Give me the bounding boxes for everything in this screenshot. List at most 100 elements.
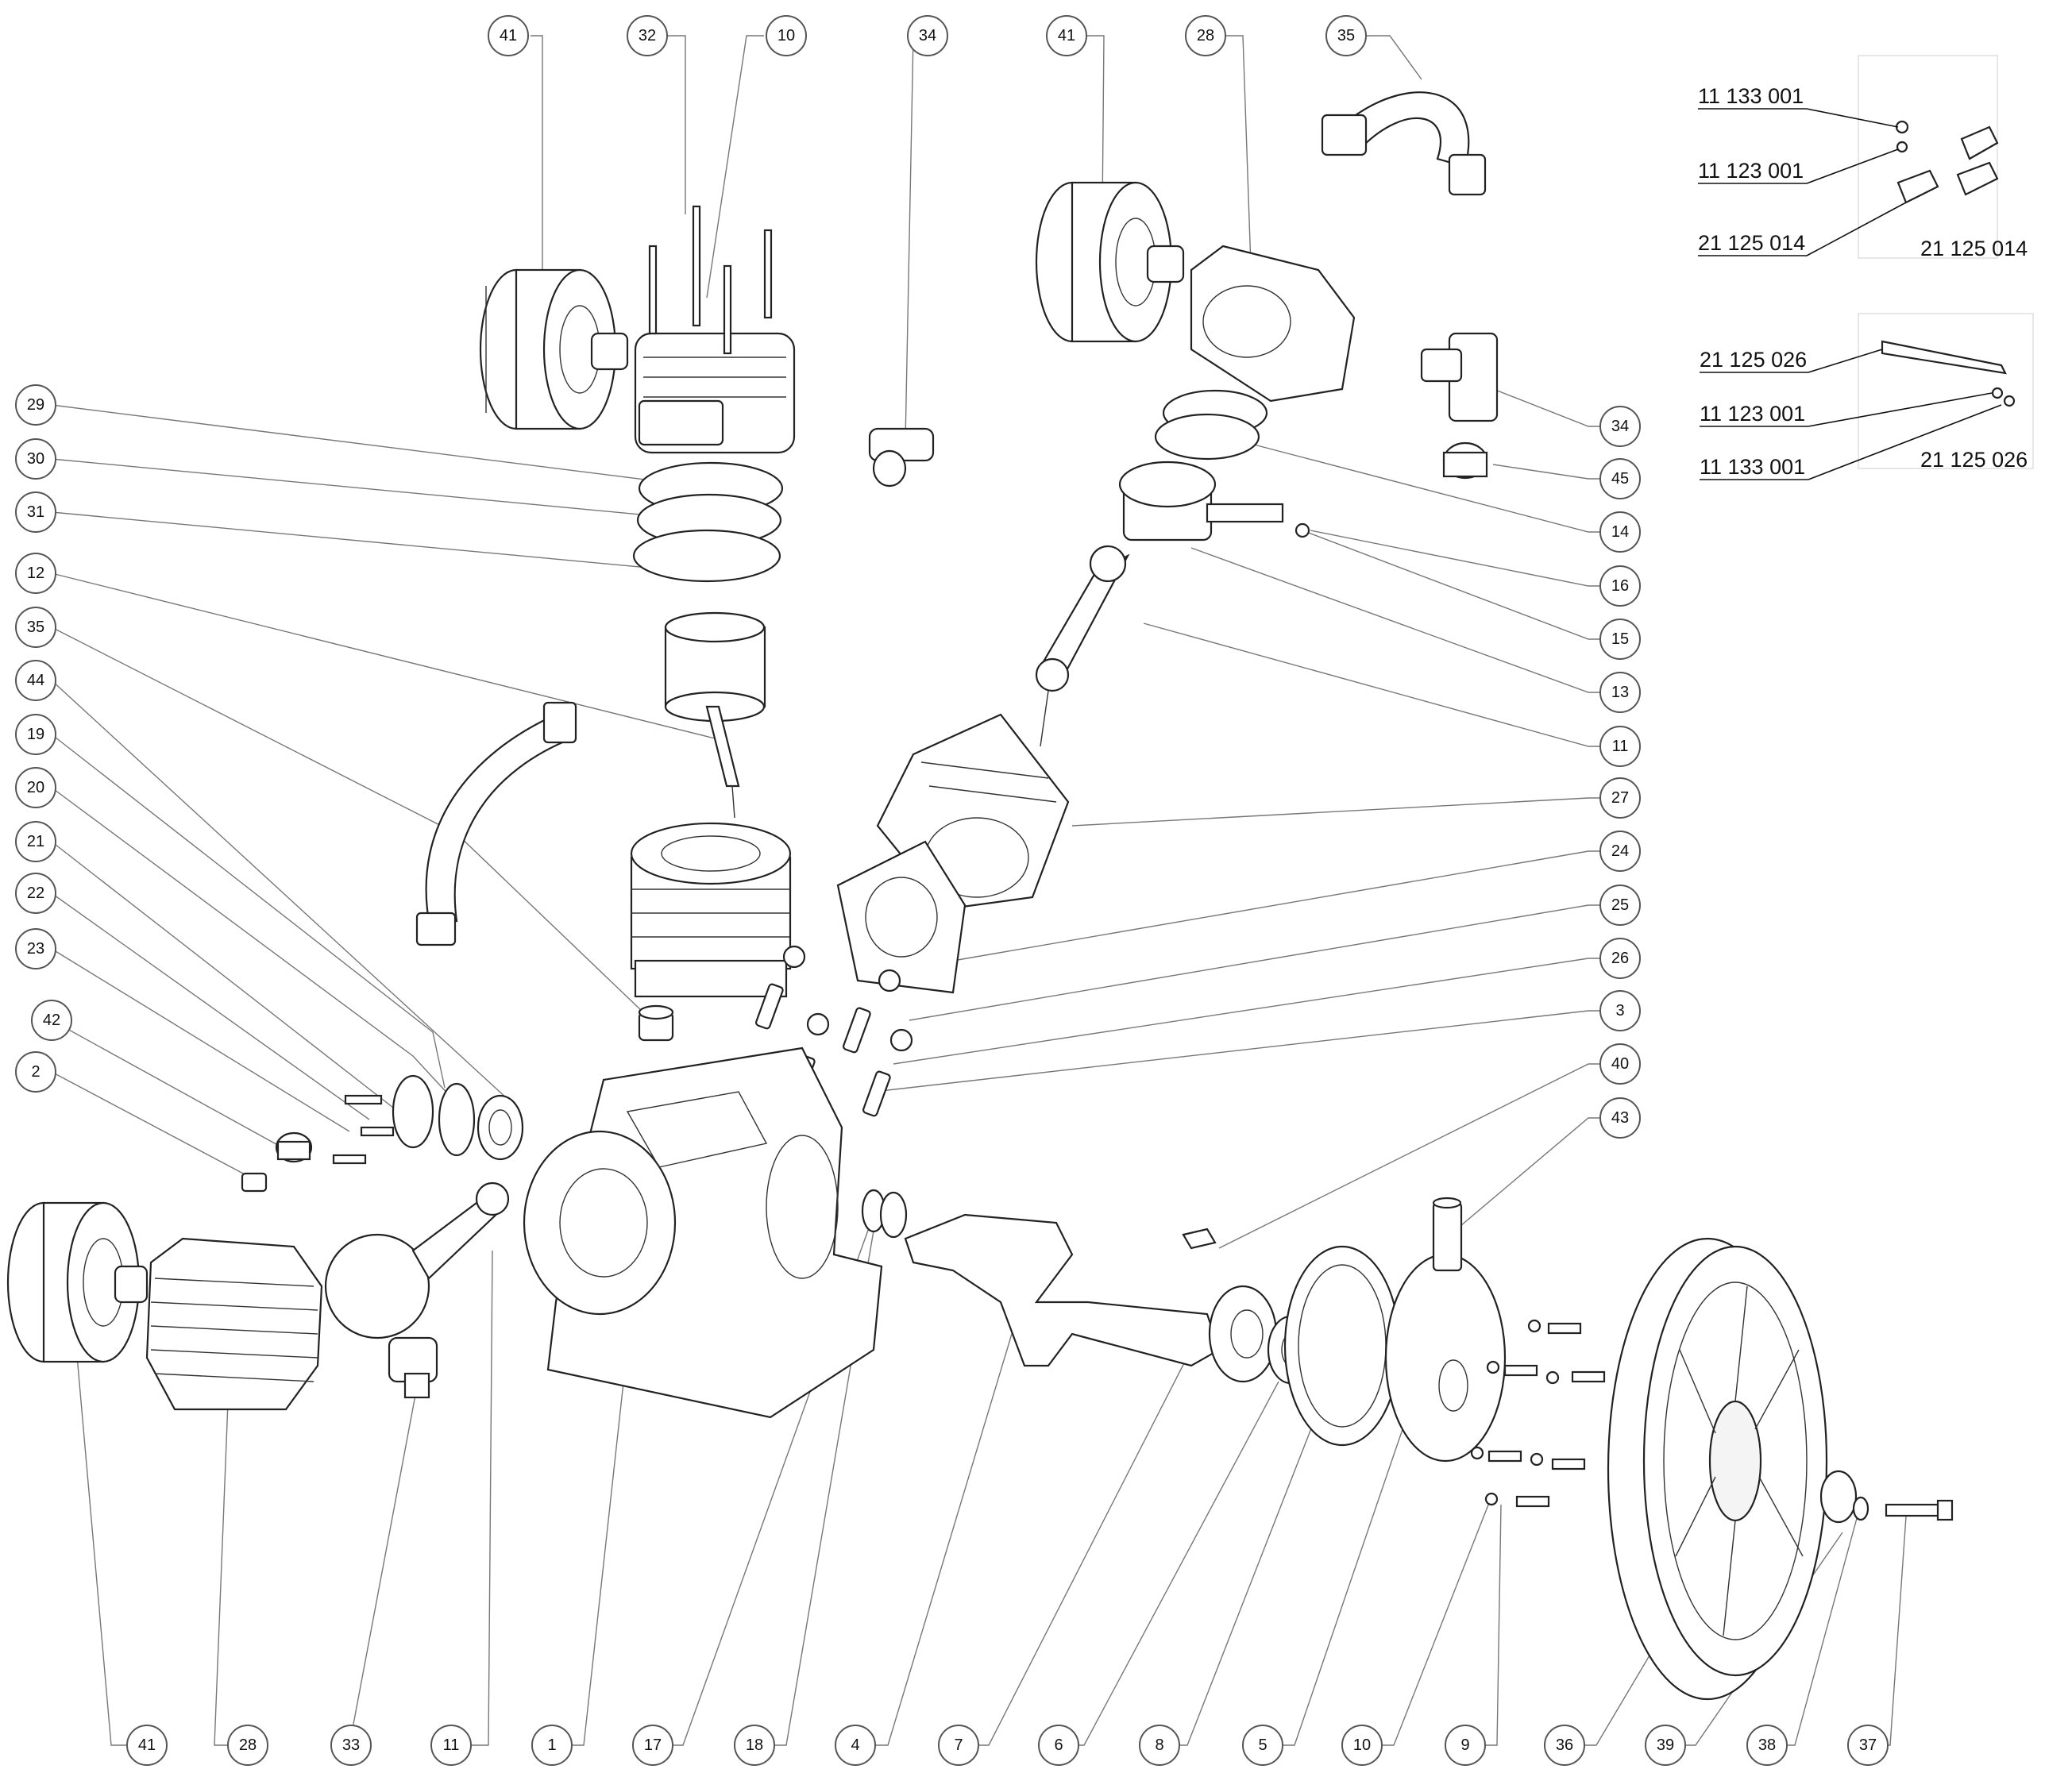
inset-top-pn-2: 11 123 001 — [1698, 159, 1804, 183]
svg-text:8: 8 — [1155, 1736, 1163, 1754]
side-seal-assembly — [332, 1074, 524, 1165]
callout-37: 37 — [1847, 1725, 1889, 1766]
svg-text:38: 38 — [1758, 1736, 1776, 1754]
callout-22: 22 — [15, 873, 56, 914]
callout-12: 12 — [15, 553, 56, 594]
callout-31: 31 — [15, 491, 56, 533]
pulley-washer — [1819, 1470, 1954, 1524]
tee-fitting-right — [1420, 332, 1499, 422]
svg-text:34: 34 — [919, 27, 936, 44]
cylinder-head-bottom-left — [145, 1237, 323, 1411]
callout-32: 32 — [627, 15, 668, 56]
piston-right — [1118, 389, 1310, 542]
svg-text:43: 43 — [1611, 1109, 1629, 1127]
callout-36: 36 — [1544, 1725, 1585, 1766]
callout-34-right: 34 — [1599, 406, 1641, 447]
callout-40: 40 — [1599, 1043, 1641, 1085]
svg-text:14: 14 — [1611, 523, 1629, 541]
hose-left — [415, 701, 577, 946]
crankcase — [523, 1046, 883, 1419]
svg-text:23: 23 — [27, 940, 44, 958]
callout-35-left: 35 — [15, 607, 56, 648]
svg-text:17: 17 — [644, 1736, 662, 1754]
callout-10-bottom: 10 — [1341, 1725, 1383, 1766]
inset-top-part-numbers: 11 133 001 11 123 001 21 125 014 21 125 … — [1698, 84, 2028, 260]
svg-text:3: 3 — [1615, 1002, 1624, 1019]
inset-bottom-pn-4: 21 125 026 — [1920, 448, 2028, 472]
callout-8: 8 — [1139, 1725, 1180, 1766]
svg-text:1: 1 — [547, 1736, 556, 1754]
inset-box-top — [1858, 55, 1998, 259]
callout-11-right: 11 — [1599, 726, 1641, 767]
svg-text:6: 6 — [1054, 1736, 1063, 1754]
callout-15: 15 — [1599, 619, 1641, 660]
callout-7: 7 — [938, 1725, 979, 1766]
svg-text:39: 39 — [1657, 1736, 1674, 1754]
svg-text:44: 44 — [27, 672, 44, 689]
callout-41-top-left: 41 — [488, 15, 529, 56]
plug-42 — [275, 1131, 313, 1163]
callout-28-top: 28 — [1185, 15, 1226, 56]
svg-text:27: 27 — [1611, 789, 1629, 807]
svg-text:10: 10 — [1353, 1736, 1371, 1754]
gasket-8 — [1283, 1245, 1401, 1447]
svg-text:40: 40 — [1611, 1055, 1629, 1073]
oil-cap — [638, 1004, 674, 1042]
svg-text:42: 42 — [43, 1012, 60, 1029]
callout-2: 2 — [15, 1051, 56, 1093]
callout-33: 33 — [330, 1725, 372, 1766]
air-filter-top-middle — [1035, 181, 1185, 343]
svg-text:19: 19 — [27, 726, 44, 743]
inset-top-pn-1: 11 133 001 — [1698, 84, 1804, 108]
piston-left — [664, 611, 766, 819]
hose-top-right — [1321, 91, 1487, 196]
callout-13: 13 — [1599, 672, 1641, 713]
svg-text:11: 11 — [443, 1736, 460, 1754]
air-filter-bottom-left — [6, 1201, 149, 1363]
callout-6: 6 — [1038, 1725, 1079, 1766]
svg-text:35: 35 — [1337, 27, 1355, 44]
inset-top-pn-3: 21 125 014 — [1698, 231, 1805, 255]
callout-18: 18 — [734, 1725, 775, 1766]
callout-41-top-middle: 41 — [1046, 15, 1087, 56]
svg-text:41: 41 — [1058, 27, 1075, 44]
callout-5: 5 — [1242, 1725, 1283, 1766]
svg-text:45: 45 — [1611, 470, 1629, 488]
svg-text:30: 30 — [27, 450, 44, 468]
callout-41-bottom: 41 — [126, 1725, 168, 1766]
svg-text:18: 18 — [746, 1736, 763, 1754]
svg-text:24: 24 — [1611, 842, 1629, 860]
callout-24: 24 — [1599, 831, 1641, 872]
flange-bolts — [1470, 1319, 1606, 1508]
elbow-fitting-bottom — [388, 1336, 438, 1399]
cylinder-left — [630, 822, 792, 998]
svg-text:9: 9 — [1460, 1736, 1469, 1754]
svg-text:25: 25 — [1611, 896, 1629, 914]
svg-text:22: 22 — [27, 885, 44, 902]
svg-text:32: 32 — [639, 27, 656, 44]
callout-29: 29 — [15, 384, 56, 426]
callout-16: 16 — [1599, 565, 1641, 607]
cylinder-head-right — [1190, 245, 1356, 403]
callout-9: 9 — [1445, 1725, 1486, 1766]
svg-text:33: 33 — [342, 1736, 360, 1754]
callout-4: 4 — [835, 1725, 876, 1766]
svg-text:26: 26 — [1611, 950, 1629, 967]
callout-1: 1 — [531, 1725, 573, 1766]
callout-20: 20 — [15, 767, 56, 808]
callout-23: 23 — [15, 928, 56, 969]
inset-top-pn-4: 21 125 014 — [1920, 237, 2028, 260]
callout-14: 14 — [1599, 511, 1641, 553]
callout-30: 30 — [15, 438, 56, 480]
svg-text:12: 12 — [27, 565, 44, 582]
callout-28-bottom: 28 — [227, 1725, 268, 1766]
svg-text:5: 5 — [1258, 1736, 1267, 1754]
callout-27: 27 — [1599, 777, 1641, 819]
svg-text:16: 16 — [1611, 577, 1629, 595]
callout-44: 44 — [15, 660, 56, 701]
callout-21: 21 — [15, 821, 56, 862]
leader-lines — [51, 35, 1907, 1746]
elbow-fitting-top — [868, 427, 935, 488]
callout-25: 25 — [1599, 885, 1641, 926]
callout-34-top: 34 — [907, 15, 948, 56]
